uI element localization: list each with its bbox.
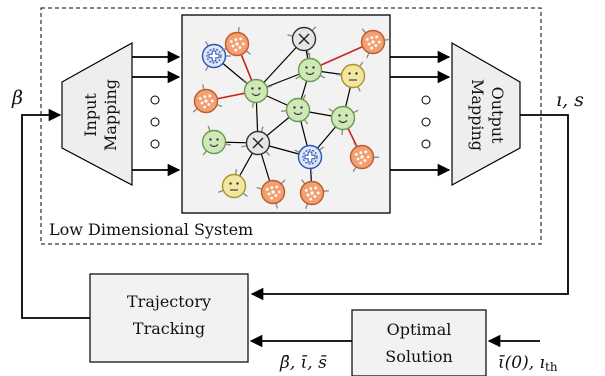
removed-node: [241, 126, 271, 156]
system-label: Low Dimensional System: [49, 220, 253, 239]
output-mapping-label-line2: Mapping: [468, 79, 487, 151]
recovered-node: [294, 144, 325, 174]
output-mapping-block: [451, 41, 521, 187]
input-ellipsis: [150, 95, 160, 149]
recovered-node: [201, 40, 231, 72]
infected-node: [360, 28, 390, 59]
infected-node: [256, 179, 286, 209]
input-to-network-arrows: [132, 50, 181, 177]
input-feedback-path: [21, 108, 90, 319]
optimal-solution-label-line1: Optimal: [387, 320, 452, 339]
reference-signal-label: β̄, ῑ, s̄: [279, 353, 327, 373]
output-signal-label: ı, s: [556, 89, 584, 111]
exposed-node: [336, 61, 366, 92]
infected-node: [299, 179, 329, 210]
input-mapping-block: [61, 41, 133, 186]
trajectory-tracking-label-line1: Trajectory: [127, 292, 211, 311]
healthy-node: [242, 78, 273, 108]
infected-node: [349, 141, 380, 172]
network-to-output-arrows: [390, 50, 451, 177]
exposed-node: [217, 169, 248, 199]
initial-condition-label: ῑ(0), ıth: [498, 353, 558, 374]
removed-node: [287, 26, 317, 56]
healthy-node: [280, 94, 311, 125]
input-mapping-label-line2: Mapping: [101, 79, 120, 151]
trajectory-tracking-block: [89, 273, 249, 363]
optimal-solution-block: [351, 309, 487, 376]
healthy-node: [328, 105, 359, 136]
output-mapping-label-line1: Output: [488, 87, 507, 144]
output-ellipsis: [421, 95, 431, 149]
optimal-solution-label-line2: Solution: [385, 347, 453, 366]
infected-node: [221, 27, 251, 57]
healthy-node: [295, 52, 326, 83]
infected-node: [192, 84, 223, 114]
network-nodes: [192, 26, 390, 210]
input-mapping-label-line1: Input: [81, 93, 100, 137]
output-feedback-path: [250, 114, 569, 301]
input-signal-label: β: [11, 87, 23, 109]
low-dimensional-system-boundary: [40, 7, 542, 245]
trajectory-tracking-label-line2: Tracking: [133, 319, 205, 338]
healthy-node: [201, 125, 231, 156]
